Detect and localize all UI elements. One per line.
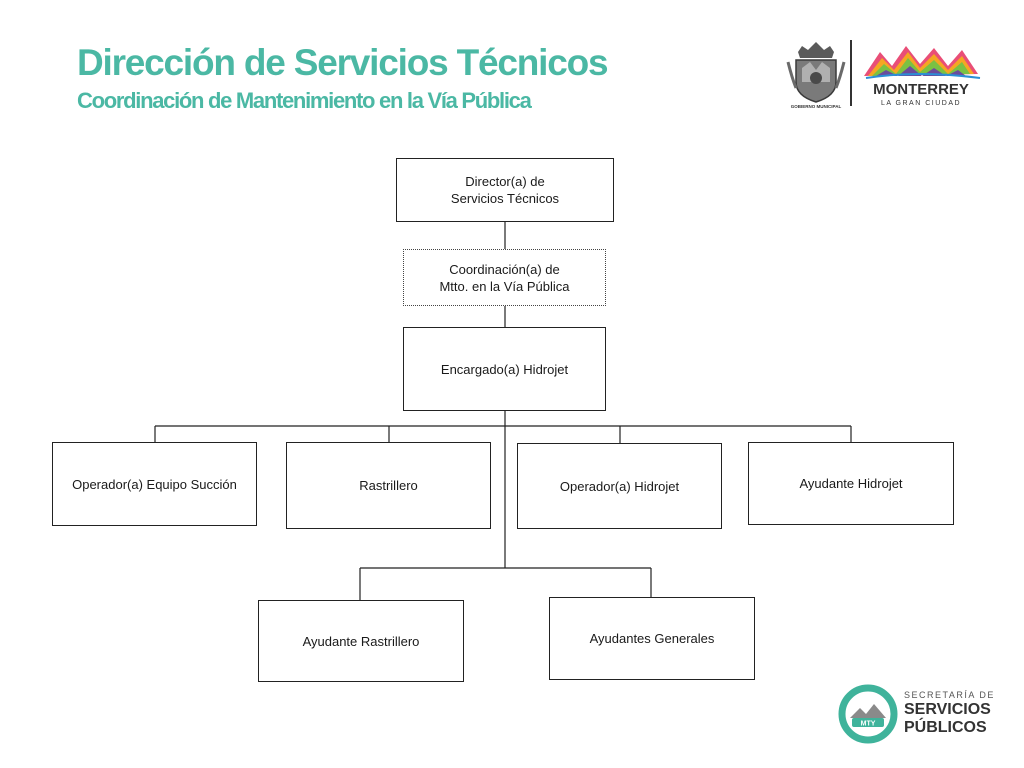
secretaria-line-1: SECRETARÍA DE — [904, 690, 995, 700]
page-subtitle: Coordinación de Mantenimiento en la Vía … — [77, 88, 532, 113]
page-title: Dirección de Servicios Técnicos — [77, 42, 609, 83]
box-rastrillero-label: Rastrillero — [359, 478, 418, 493]
box-encargado: Encargado(a) Hidrojet — [403, 327, 606, 411]
box-ayudantes-generales-label: Ayudantes Generales — [589, 631, 715, 646]
logo-divider — [850, 40, 852, 106]
crest-caption: GOBIERNO MUNICIPAL — [791, 104, 842, 109]
municipal-crest-logo: GOBIERNO MUNICIPAL — [786, 42, 846, 109]
box-director-label: Director(a) de Servicios Técnicos — [450, 174, 560, 206]
secretaria-badge-text: MTY — [861, 721, 876, 728]
box-encargado-label: Encargado(a) Hidrojet — [440, 361, 569, 377]
box-ayudante-hidrojet-label: Ayudante Hidrojet — [799, 476, 903, 491]
monterrey-logo: MONTERREY LA GRAN CIUDAD — [864, 46, 981, 107]
box-ayudante-rastrillero: Ayudante Rastrillero — [258, 600, 464, 682]
secretaria-line-3: PÚBLICOS — [904, 719, 987, 736]
secretaria-line-2: SERVICIOS — [904, 701, 991, 718]
box-operador-hidrojet-label: Operador(a) Hidrojet — [559, 478, 680, 494]
monterrey-wordmark: MONTERREY — [873, 81, 969, 98]
box-operador-succion-label: Operador(a) Equipo Succión — [72, 476, 237, 492]
monterrey-tagline: LA GRAN CIUDAD — [881, 100, 961, 107]
box-ayudantes-generales: Ayudantes Generales — [549, 597, 755, 680]
servicios-publicos-logo-mark: MTY — [838, 684, 898, 744]
box-director: Director(a) de Servicios Técnicos — [396, 158, 614, 222]
box-ayudante-rastrillero-label: Ayudante Rastrillero — [302, 633, 420, 649]
box-operador-hidrojet: Operador(a) Hidrojet — [517, 443, 722, 529]
box-operador-succion: Operador(a) Equipo Succión — [52, 442, 257, 526]
box-ayudante-hidrojet: Ayudante Hidrojet — [748, 442, 954, 525]
box-coordinacion-label: Coordinación(a) de Mtto. en la Vía Públi… — [439, 261, 570, 294]
box-rastrillero: Rastrillero — [286, 442, 491, 529]
box-coordinacion: Coordinación(a) de Mtto. en la Vía Públi… — [403, 249, 606, 306]
